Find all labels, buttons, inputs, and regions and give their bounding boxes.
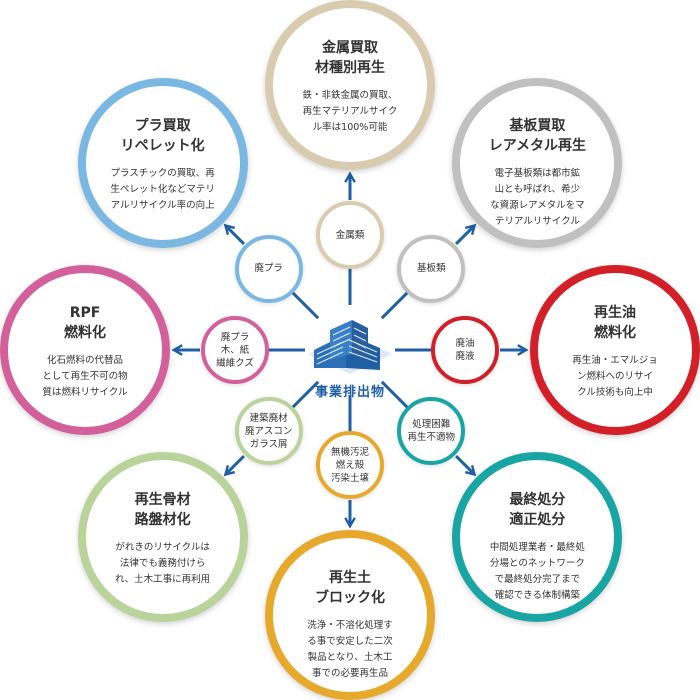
inner-node-label: 処理困難 再生不適物 (407, 419, 456, 444)
outer-node-description: 再生油・エマルジョ ン燃料へのリサイ クル技術も向上中 (572, 355, 658, 398)
outer-node-description: がれきのリサイクルは 法律でも義務付けら れ、土木工事に再利用 (115, 542, 211, 586)
outer-node-aggregate: 再生骨材 路盤材化がれきのリサイクルは 法律でも義務付けら れ、土木工事に再利用 (77, 452, 248, 623)
inner-node-aggregate: 建築廃材 廃アスコン ガラス屑 (234, 397, 303, 466)
outer-node-title: 基板買取 レアメタル再生 (488, 117, 587, 154)
center-label: 事業排出物 (314, 385, 385, 400)
inner-node-disposal: 処理困難 再生不適物 (397, 397, 466, 466)
outer-node-description: 中間処理業者・最終処 分場とのネットワーク で最終処分完了まで 確認できる体制構… (489, 542, 585, 602)
inner-node-rpf: 廃プラ 木、紙 繊維クズ (201, 316, 269, 384)
outer-node-description: プラスチックの買取、再 生ペレット化などマテリ アルリサイクル率の向上 (110, 167, 215, 211)
inner-node-label: 無機汚泥 燃え殻 汚染土壌 (330, 446, 369, 484)
outer-node-disposal: 最終処分 適正処分中間処理業者・最終処 分場とのネットワーク で最終処分完了まで… (452, 452, 623, 623)
inner-node-soil: 無機汚泥 燃え殻 汚染土壌 (316, 431, 384, 499)
inner-node-metal: 金属類 (316, 201, 384, 269)
arrow-plastic (223, 223, 245, 245)
inner-node-board: 基板類 (397, 234, 466, 303)
outer-node-title: 最終処分 適正処分 (509, 492, 566, 529)
outer-node-title: 再生土 ブロック化 (315, 570, 385, 606)
inner-node-plastic: 廃プラ (234, 234, 303, 303)
outer-node-board: 基板買取 レアメタル再生電子基板類は都市鉱 山とも呼ばれ、希少 な資源レアメタル… (452, 77, 623, 248)
inner-node-label: 廃プラ 木、紙 繊維クズ (216, 331, 254, 369)
inner-node-label: 廃プラ (254, 263, 283, 275)
outer-node-title: 金属買取 材種別再生 (315, 40, 385, 76)
outer-node-description: 化石燃料の代替品 として再生不可の物 質は燃料リサイクル (42, 355, 128, 398)
outer-node-description: 洗浄・不溶化処理す る事で安定した二次 製品となり、土木工 事での必要再生品 (307, 620, 393, 679)
outer-node-title: 再生油 燃料化 (594, 305, 636, 341)
outer-node-description: 電子基板類は都市鉱 山とも呼ばれ、希少 な資源レアメタルをマ テリアルリサイクル (490, 167, 585, 227)
inner-node-label: 金属類 (335, 229, 365, 241)
outer-node-metal: 金属買取 材種別再生鉄・非鉄金属の買取、 再生マテリアルサイク ル率は100%可… (265, 0, 435, 170)
arrow-disposal (455, 455, 477, 477)
inner-node-oil: 廃油 廃液 (431, 316, 499, 384)
inner-node-label: 廃油 廃液 (455, 338, 475, 362)
arrow-aggregate (223, 455, 245, 477)
outer-node-description: 鉄・非鉄金属の買取、 再生マテリアルサイク ル率は100%可能 (302, 90, 398, 133)
outer-node-rpf: RPF 燃料化化石燃料の代替品 として再生不可の物 質は燃料リサイクル (0, 265, 170, 435)
outer-node-plastic: プラ買取 リペレット化プラスチックの買取、再 生ペレット化などマテリ アルリサイ… (77, 77, 248, 248)
outer-node-oil: 再生油 燃料化再生油・エマルジョ ン燃料へのリサイ クル技術も向上中 (530, 265, 700, 435)
outer-node-title: プラ買取 リペレット化 (120, 117, 205, 154)
inner-node-label: 基板類 (417, 263, 446, 275)
inner-node-label: 建築廃材 廃アスコン ガラス屑 (244, 412, 293, 450)
outer-node-soil: 再生土 ブロック化洗浄・不溶化処理す る事で安定した二次 製品となり、土木工 事… (265, 530, 435, 700)
outer-node-title: RPF 燃料化 (64, 305, 106, 341)
arrow-board (455, 223, 477, 245)
outer-node-title: 再生骨材 路盤材化 (134, 492, 191, 529)
factory-building-icon (308, 320, 392, 374)
